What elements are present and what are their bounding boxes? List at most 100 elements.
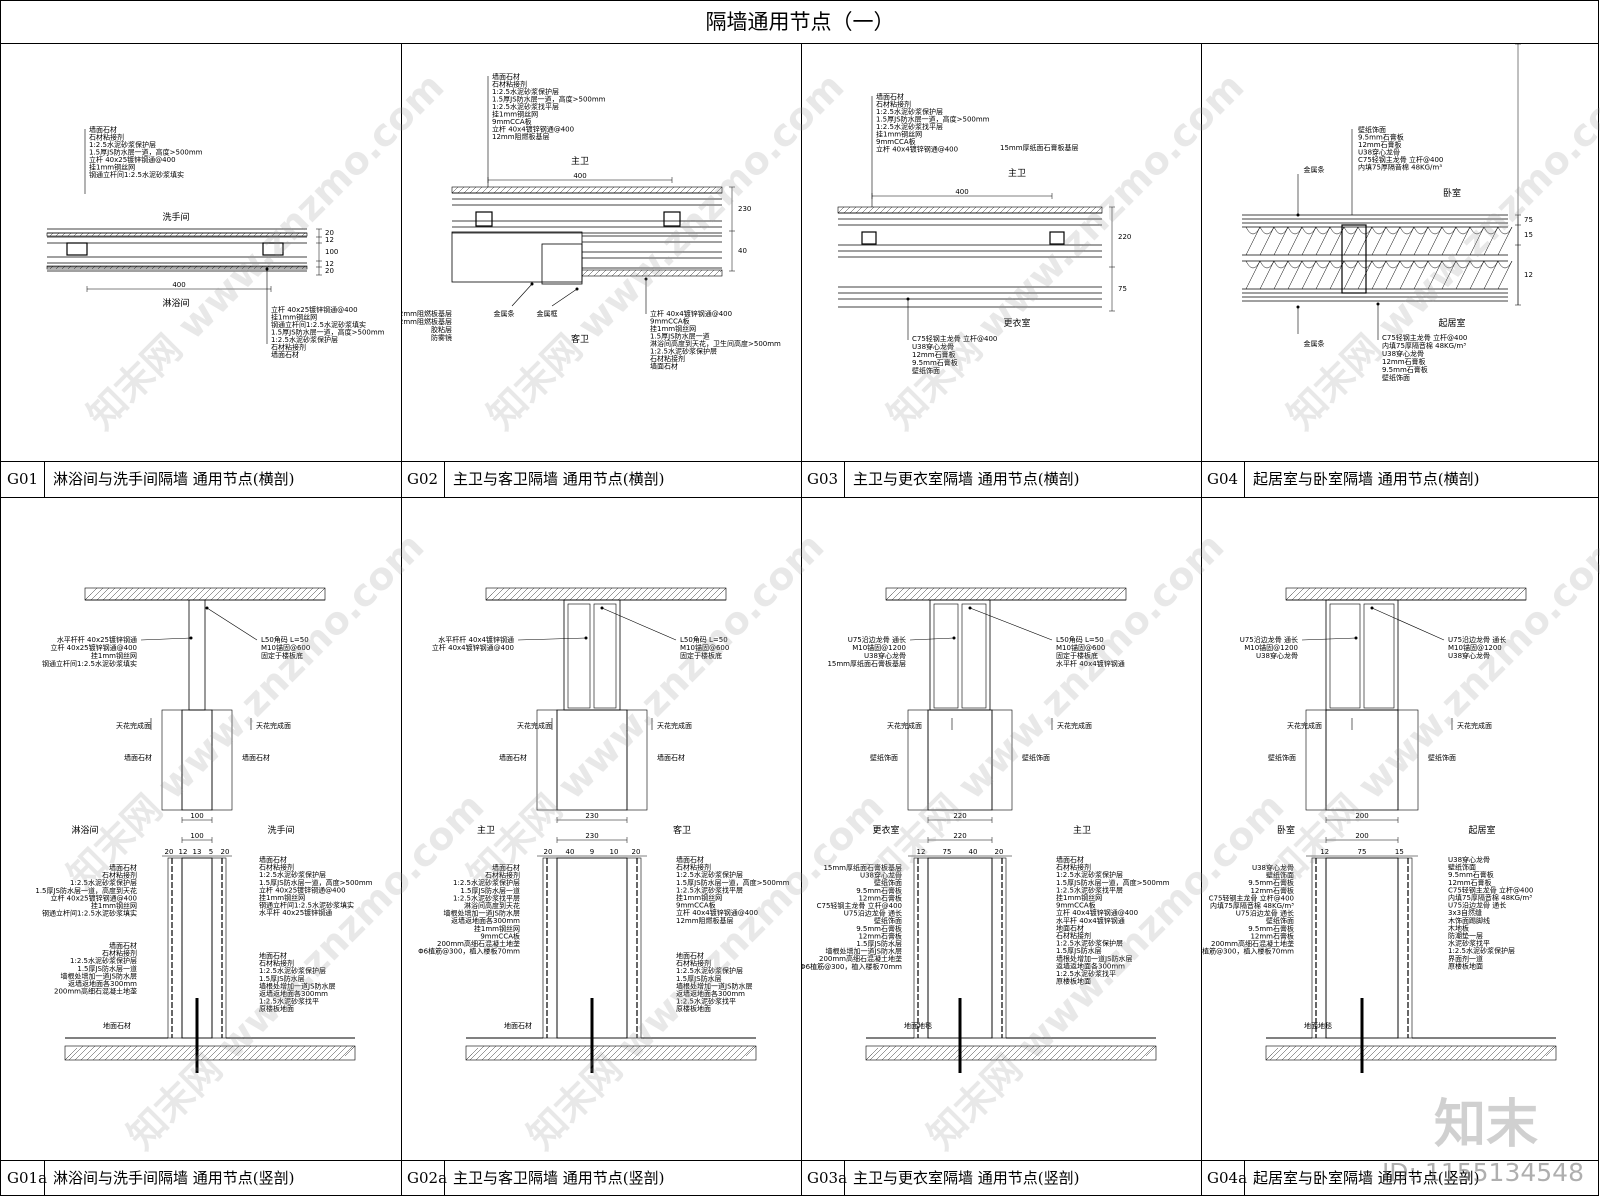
drawing-note: U38穿心龙骨 (1382, 349, 1424, 358)
drawing-line (601, 607, 677, 641)
drawing-line (1071, 206, 1079, 214)
drawing-line (623, 269, 631, 277)
drawing-line (1533, 1045, 1549, 1061)
drawing-note: 1:2.5水泥砂浆保护层 (492, 87, 559, 96)
drawing-line (157, 265, 162, 270)
drawing-note: 1:2.5水泥砂浆找平层 (492, 102, 559, 111)
drawing-line (1065, 587, 1079, 601)
drawing-line (647, 587, 661, 601)
drawing-line (581, 269, 589, 277)
drawing-note: U38穿心龙骨 (1256, 651, 1298, 660)
drawing-line (1107, 587, 1121, 601)
drawing-line (205, 232, 210, 237)
drawing-note: 9.5mm石膏板 (1358, 133, 1404, 142)
drawing-rect (1329, 603, 1361, 709)
drawing-line (73, 265, 78, 270)
drawing-note: 1.5厚JS防水层一道，高度到天花 (35, 886, 137, 895)
insulation-hatch (1483, 260, 1499, 290)
drawing-rect (211, 857, 227, 1039)
drawing-line (933, 206, 941, 214)
drawing-note: 1:2.5水泥砂浆保护层 (259, 966, 326, 975)
drawing-line (288, 587, 302, 601)
insulation-hatch (1273, 226, 1289, 256)
drawing-note: 9.5mm石膏板 (856, 924, 902, 933)
drawing-line (855, 206, 863, 214)
drawing-line (511, 283, 533, 307)
drawing-line (115, 232, 120, 237)
drawing-line (701, 269, 709, 277)
drawing-note: 1:2.5水泥砂浆保护层 (676, 966, 743, 975)
drawing-line (1035, 206, 1043, 214)
detail-drawing-g01: 墙面石材石材粘接剂1:2.5水泥砂浆保护层1.5厚JS防水层一道，高度>500m… (46, 125, 385, 359)
panel-code: G03 (807, 470, 839, 488)
insulation-hatch (1455, 226, 1471, 256)
drawing-note: 1.5厚JS防水层 (676, 974, 722, 983)
drawing-note: 壁纸饰面 (1266, 916, 1294, 925)
drawing-note: 12mm阻燃板基层 (402, 317, 452, 326)
drawing-note: 固定于楼板底 (261, 651, 303, 660)
drawing-line (671, 587, 685, 601)
drawing-line (667, 186, 675, 194)
drawing-note: 9mmCCA板 (676, 901, 716, 910)
drawing-rect (167, 857, 183, 1039)
leader-dot (952, 636, 956, 640)
caption-divider (444, 1160, 445, 1196)
drawing-line (541, 186, 549, 194)
drawing-line (91, 265, 96, 270)
drawing-line (999, 587, 1013, 601)
drawing-rect (188, 599, 206, 711)
drawing-line (661, 1045, 677, 1061)
room-label: 卧室 (1443, 187, 1461, 199)
drawing-line (1285, 587, 1299, 601)
drawing-line (899, 1045, 915, 1061)
panel-title: 主卫与客卫隔墙 通用节点(竖剖) (453, 1169, 665, 1187)
dimension-label: 13 (193, 848, 202, 856)
drawing-note: 防雾镜 (431, 333, 452, 342)
drawing-line (140, 637, 192, 641)
drawing-note: 12mm石膏板 (1250, 931, 1294, 940)
drawing-line (715, 1045, 731, 1061)
drawing-line (1311, 1045, 1327, 1061)
panel-caption: G03a 主卫与更衣室隔墙 通用节点(竖剖) (801, 1160, 1201, 1196)
drawing-line (575, 587, 589, 601)
drawing-rect (626, 857, 642, 1039)
drawing-line (1293, 1045, 1309, 1061)
drawing-line (300, 587, 314, 601)
drawing-line (271, 232, 276, 237)
drawing-line (253, 232, 258, 237)
drawing-line (1029, 587, 1043, 601)
drawing-note: 返墙返地面各300mm (68, 979, 137, 988)
drawing-line (547, 1045, 563, 1061)
drawing-line (551, 288, 578, 307)
drawing-line (653, 269, 661, 277)
drawing-line (120, 587, 134, 601)
drawing-line (247, 265, 252, 270)
drawing-line (1485, 1045, 1501, 1061)
drawing-note: 金属条 (1304, 165, 1325, 174)
drawing-line (989, 1045, 1005, 1061)
drawing-line (481, 1045, 497, 1061)
drawing-line (193, 265, 198, 270)
panel-caption: G04 起居室与卧室隔墙 通用节点(横剖) (1201, 461, 1599, 497)
drawing-line (517, 1045, 533, 1061)
drawing-line (1115, 1045, 1131, 1061)
drawing-note: 1.5厚JS防水层一道，高度>500mm (676, 878, 790, 887)
dimension-label: 10 (610, 848, 619, 856)
drawing-line (1315, 587, 1329, 601)
drawing-line (631, 186, 639, 194)
drawing-line (1429, 587, 1443, 601)
room-label: 洗手间 (162, 211, 189, 223)
drawing-rect (593, 603, 617, 709)
drawing-line (909, 587, 923, 601)
drawing-line (199, 265, 204, 270)
drawing-line (158, 1045, 174, 1061)
drawing-note: 立杆 40x4镀锌钢通@400 (876, 145, 958, 154)
drawing-line (599, 587, 613, 601)
drawing-note: C75轻钢主龙骨 立杆@400 (1382, 333, 1467, 342)
drawing-line (1281, 1045, 1297, 1061)
drawing-line (1375, 587, 1389, 601)
drawing-line (703, 186, 711, 194)
drawing-rect (1049, 231, 1065, 245)
drawing-line (1455, 1045, 1471, 1061)
drawing-note: 立杆 40x4镀锌钢通@400 (492, 125, 574, 134)
